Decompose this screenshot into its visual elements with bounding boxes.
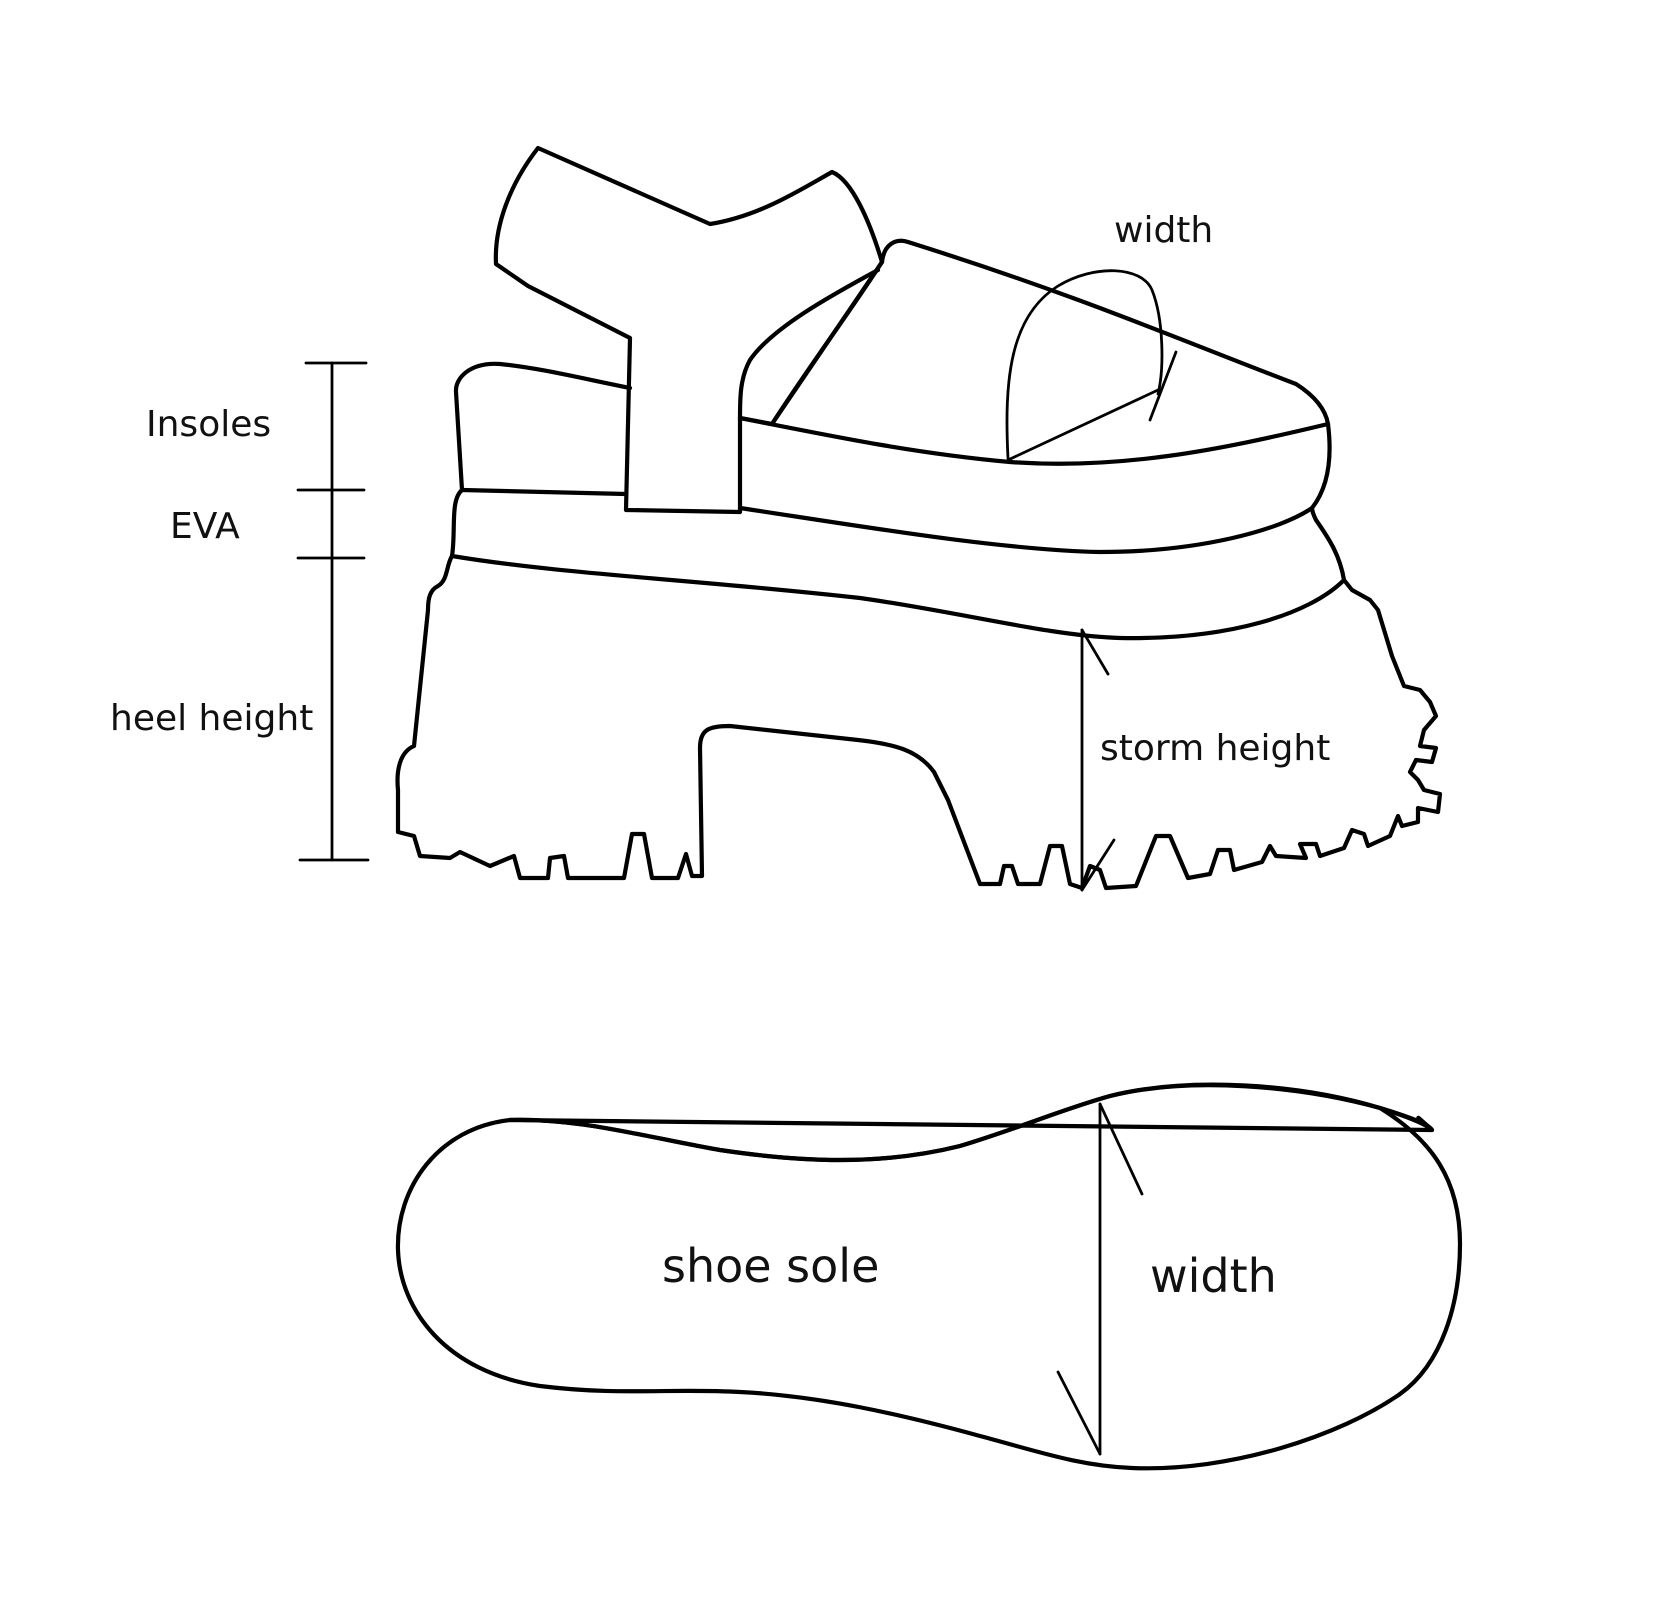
sandal-side-view (395, 145, 1443, 892)
sole-width-label: width (1150, 1249, 1277, 1303)
insoles-label: Insoles (146, 404, 271, 445)
insole-heel-back (453, 361, 633, 493)
eva-top-line (459, 421, 1332, 555)
storm-height-label: storm height (1100, 728, 1330, 769)
shoe-sole-label: shoe sole (662, 1239, 879, 1293)
storm-height-arrow-head-bottom (1080, 838, 1116, 892)
toe-strap (879, 238, 1331, 427)
sole-width-arrow-head-bottom (1056, 1370, 1102, 1456)
sole-width-arrow-head-top (1098, 1102, 1144, 1196)
storm-height-arrow-head-top (1080, 628, 1110, 676)
heel-height-label: heel height (110, 698, 313, 739)
upper-width-arrow-line (1006, 388, 1160, 462)
strap-back-line (769, 259, 885, 427)
insole-top-line (737, 415, 1331, 466)
sole-contour (395, 1105, 1463, 1471)
height-measurement-scale (296, 361, 370, 862)
eva-label: EVA (170, 506, 240, 547)
upper-width-label: width (1114, 210, 1213, 251)
eva-bottom-line (449, 487, 1347, 641)
heel-strap (493, 145, 885, 515)
sole-outline (507, 1082, 1435, 1163)
upper-width-arc (1005, 269, 1164, 460)
shoe-sole-top-view (395, 1082, 1463, 1471)
upper-width-arrow-head (1148, 350, 1178, 422)
sole-silhouette (507, 1083, 1435, 1163)
toe-strap-inner-edge (737, 267, 881, 421)
outsole-outline (395, 553, 1443, 891)
